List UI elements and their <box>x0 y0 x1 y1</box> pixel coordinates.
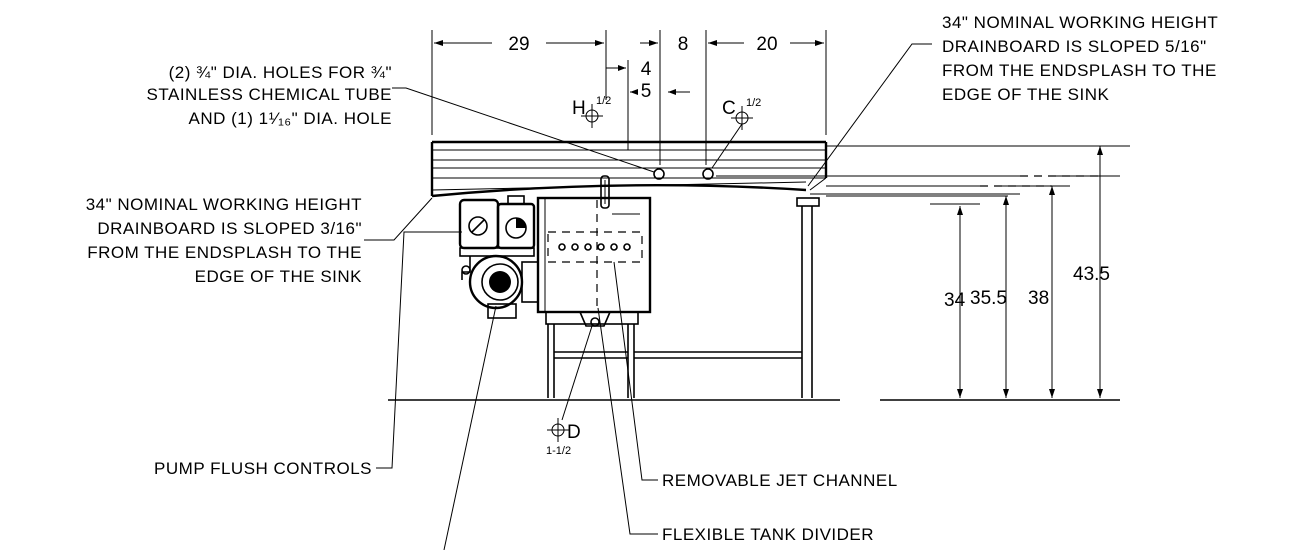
dim-5: 5 <box>641 81 652 102</box>
top-dimensions: 29 8 20 4 5 <box>431 30 827 165</box>
cold-size: 1/2 <box>746 97 761 109</box>
counter-top <box>430 140 828 209</box>
tank-divider-label: FLEXIBLE TANK DIVIDER <box>662 525 874 544</box>
holes-line-3: AND (1) 1¹⁄₁₆" DIA. HOLE <box>189 109 393 128</box>
left-line-1: 34" NOMINAL WORKING HEIGHT <box>86 195 362 214</box>
right-drainboard <box>716 175 1100 398</box>
pump-assembly <box>458 195 539 319</box>
tank-divider-callout: FLEXIBLE TANK DIVIDER <box>597 307 874 544</box>
right-line-4: EDGE OF THE SINK <box>942 85 1109 104</box>
jet-channel-callout: REMOVABLE JET CHANNEL <box>613 261 898 490</box>
dim-8: 8 <box>678 34 689 55</box>
right-line-1: 34" NOMINAL WORKING HEIGHT <box>942 13 1218 32</box>
tank-body <box>536 196 802 398</box>
dim-34: 34 <box>944 290 966 311</box>
pump-leader <box>443 305 497 550</box>
jet-channel-label: REMOVABLE JET CHANNEL <box>662 471 898 490</box>
pump-flush-label: PUMP FLUSH CONTROLS <box>154 459 372 478</box>
dim-35-5: 35.5 <box>970 288 1007 309</box>
left-line-4: EDGE OF THE SINK <box>195 267 362 286</box>
right-drainboard-callout: 34" NOMINAL WORKING HEIGHT DRAINBOARD IS… <box>807 13 1218 187</box>
dim-4: 4 <box>641 59 652 80</box>
pump-flush-callout: PUMP FLUSH CONTROLS <box>154 231 462 478</box>
dim-20: 20 <box>756 34 777 55</box>
right-line-2: DRAINBOARD IS SLOPED 5/16" <box>942 37 1207 56</box>
holes-callout: (2) ¾" DIA. HOLES FOR ¾" STAINLESS CHEMI… <box>147 63 655 173</box>
cold-letter: C <box>722 98 736 119</box>
holes-line-1: (2) ¾" DIA. HOLES FOR ¾" <box>169 63 392 82</box>
hot-size: 1/2 <box>596 95 611 107</box>
holes-line-2: STAINLESS CHEMICAL TUBE <box>147 85 392 104</box>
drain-letter: D <box>567 422 581 443</box>
dim-43-5: 43.5 <box>1073 264 1110 285</box>
cold-water-marker: C 1/2 <box>711 97 761 169</box>
dim-38: 38 <box>1028 288 1049 309</box>
drain-size: 1-1/2 <box>546 445 571 457</box>
hot-water-marker: H 1/2 <box>572 95 611 128</box>
left-drainboard-callout: 34" NOMINAL WORKING HEIGHT DRAINBOARD IS… <box>86 195 433 286</box>
left-line-2: DRAINBOARD IS SLOPED 3/16" <box>97 219 362 238</box>
drain-marker: D 1-1/2 <box>546 325 593 457</box>
hot-letter: H <box>572 98 586 119</box>
height-dimensions: 34 35.5 38 43.5 <box>826 145 1130 398</box>
right-line-3: FROM THE ENDSPLASH TO THE <box>942 61 1217 80</box>
left-line-3: FROM THE ENDSPLASH TO THE <box>87 243 362 262</box>
dim-29: 29 <box>508 34 529 55</box>
